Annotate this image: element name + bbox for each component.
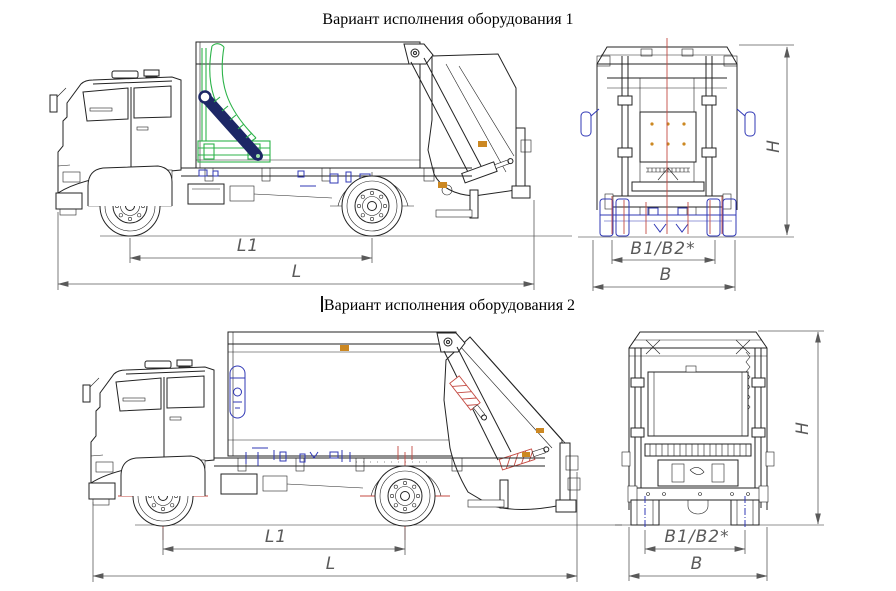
v2-dim-track: B1/B2* bbox=[664, 527, 729, 547]
v1-rear-wheel bbox=[341, 175, 403, 237]
v1-side-dimensions: L1 L bbox=[57, 200, 535, 290]
v1-tailgate-cylinder bbox=[461, 158, 514, 184]
v1-tailgate bbox=[403, 43, 532, 199]
v2-rear-dimensions: H B1/B2* B bbox=[628, 330, 824, 581]
v1-dim-track: B1/B2* bbox=[630, 239, 695, 259]
v2-dim-width: B bbox=[691, 554, 704, 574]
v1-body bbox=[195, 41, 421, 169]
v1-rear-centerlines bbox=[611, 38, 723, 234]
text-cursor bbox=[320, 296, 323, 312]
v2-dim-height: H bbox=[793, 421, 813, 435]
v2-rear-view: H B1/B2* B bbox=[615, 330, 824, 581]
v2-side-dimensions: L1 L bbox=[92, 472, 578, 582]
v1-side-view: L1 L bbox=[49, 41, 572, 290]
v1-dim-width: B bbox=[660, 265, 673, 285]
v1-dim-length: L bbox=[292, 262, 302, 282]
v1-rear-blue-parts bbox=[580, 108, 756, 237]
v2-rear-wheel bbox=[374, 465, 436, 527]
v2-cab bbox=[82, 359, 215, 506]
v1-rear-view: H B1/B2* B bbox=[578, 38, 794, 291]
v2-frame-blue-fittings bbox=[245, 447, 351, 466]
variant1-title: Вариант исполнения оборудования 1 bbox=[0, 11, 896, 29]
v1-cab bbox=[49, 69, 182, 216]
v2-dim-wheelbase: L1 bbox=[265, 527, 287, 547]
v1-chassis-frame bbox=[181, 167, 479, 219]
v2-rear-structure bbox=[621, 331, 775, 526]
v2-body bbox=[227, 331, 457, 457]
variant2-title-text: Вариант исполнения оборудования 2 bbox=[323, 297, 576, 314]
v2-hydraulic-tank bbox=[229, 365, 246, 419]
v1-lift-mechanism bbox=[197, 43, 271, 163]
v2-rear-wheel-centerlines bbox=[644, 496, 746, 528]
v1-dim-wheelbase: L1 bbox=[237, 236, 259, 256]
v1-rear-dimensions: H B1/B2* B bbox=[592, 44, 794, 291]
v2-lift-cylinder-upper bbox=[449, 375, 488, 421]
v1-dim-height: H bbox=[764, 139, 784, 153]
v1-hydraulic-cylinder bbox=[198, 90, 263, 161]
v1-frame-blue-fittings bbox=[198, 169, 371, 187]
v2-dim-length: L bbox=[326, 554, 336, 574]
variant1-title-text: Вариант исполнения оборудования 1 bbox=[322, 11, 574, 28]
variant2-title: Вариант исполнения оборудования 2 bbox=[0, 296, 896, 315]
v2-side-view: L1 L bbox=[82, 331, 622, 582]
